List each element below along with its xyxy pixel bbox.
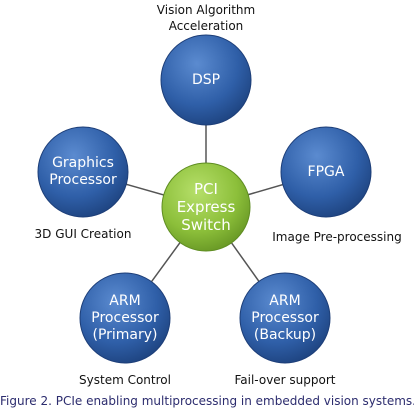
node-label-graphics: Graphics Processor xyxy=(49,155,117,188)
annotation-fpga: Image Pre-processing xyxy=(272,230,402,244)
annotation-dsp: Vision Algorithm Acceleration xyxy=(156,3,256,33)
node-arm-backup xyxy=(239,272,331,364)
figure-caption: Figure 2. PCIe enabling multiprocessing … xyxy=(0,394,414,408)
node-label-arm-backup: ARM Processor (Backup) xyxy=(251,292,319,343)
hub-label: PCI Express Switch xyxy=(176,180,236,234)
node-label-fpga: FPGA xyxy=(307,163,345,180)
hub-pci-express-switch xyxy=(161,162,251,252)
node-arm-primary xyxy=(79,272,171,364)
annotation-arm-backup: Fail-over support xyxy=(234,373,336,387)
node-dsp xyxy=(160,34,252,126)
node-graphics xyxy=(37,126,129,218)
node-label-arm-primary: ARM Processor (Primary) xyxy=(91,292,159,343)
node-label-dsp: DSP xyxy=(191,71,221,88)
node-fpga xyxy=(280,126,372,218)
annotation-graphics: 3D GUI Creation xyxy=(34,227,132,241)
annotation-arm-primary: System Control xyxy=(79,373,171,387)
